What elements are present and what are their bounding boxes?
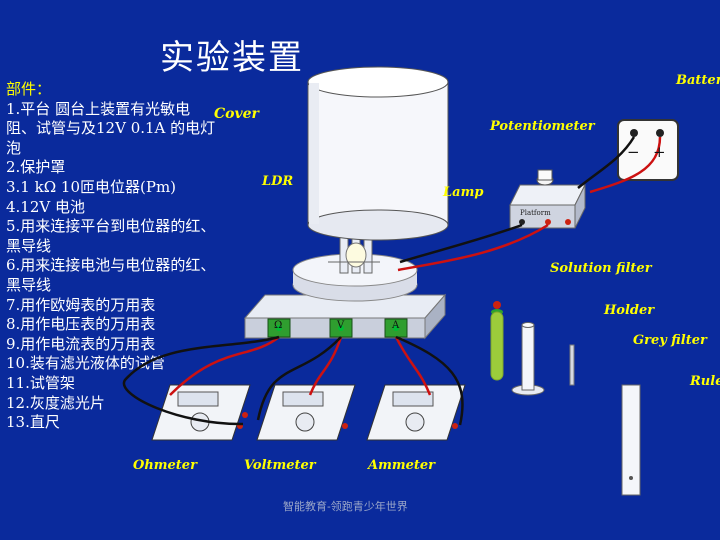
parts-line: 13.直尺 [6,413,60,432]
parts-line: 12.灰度滤光片 [6,393,105,412]
tube-holder [511,322,545,396]
ohmeter-device[interactable] [151,384,251,441]
parts-line: 7.用作欧姆表的万用表 [6,295,156,314]
cover [307,66,449,241]
voltmeter-device[interactable] [256,384,356,441]
label-lamp: Lamp [443,185,484,200]
label-ohmeter: Ohmeter [133,458,197,473]
label-holder: Holder [604,303,655,318]
page-title: 实验装置 [160,38,304,78]
battery-minus-sign: − [627,143,640,161]
parts-line: 泡 [6,138,22,157]
parts-line: 3.1 kΩ 10匝电位器(Pm) [6,177,177,196]
label-ruler: Ruler [690,374,720,389]
parts-line: 10.装有滤光液体的试管 [6,354,165,373]
parts-line: 6.用来连接电池与电位器的红、 [6,256,216,275]
label-grey-filter: Grey filter [633,333,707,348]
label-solution-filter: Solution filter [550,261,652,276]
ruler [621,384,641,496]
wires-pot-platform [397,223,549,272]
solution-filter-tube[interactable] [490,301,504,381]
wires-meters [122,335,464,426]
parts-line: 5.用来连接平台到电位器的红、 [6,217,216,236]
parts-list: 部件： 1.平台 圆台上装置有光敏电 阻、试管与及12V 0.1A 的电灯 泡 … [6,80,236,433]
battery [617,119,679,181]
label-ldr: LDR [262,174,294,189]
wires-battery-pot [577,136,662,194]
platform-tag: Platform [520,209,551,217]
parts-line: 8.用作电压表的万用表 [6,315,156,334]
parts-line: 11.试管架 [6,373,75,392]
label-ammeter: Ammeter [368,458,435,473]
parts-header: 部件： [6,80,52,98]
parts-line: 阻、试管与及12V 0.1A 的电灯 [6,119,216,138]
parts-line: 4.12V 电池 [6,197,85,216]
battery-plus-sign: + [653,143,666,161]
terminal-volt-label: V [337,320,345,331]
ammeter-device[interactable] [366,384,466,441]
terminal-ohm-label: Ω [274,320,283,331]
parts-line: 2.保护罩 [6,158,66,177]
label-voltmeter: Voltmeter [244,458,316,473]
parts-line: 黑导线 [6,275,52,294]
label-battery: Battery [676,73,720,88]
parts-line: 9.用作电流表的万用表 [6,334,156,353]
grey-filter [569,344,575,386]
label-potentiometer: Potentiometer [490,119,595,134]
terminal-amp-label: A [392,320,400,331]
footer-text: 智能教育-领跑青少年世界 [283,500,408,513]
potentiometer[interactable] [509,169,586,229]
parts-line: 1.平台 圆台上装置有光敏电 [6,99,191,118]
label-cover: Cover [214,106,259,122]
parts-line: 黑导线 [6,236,52,255]
